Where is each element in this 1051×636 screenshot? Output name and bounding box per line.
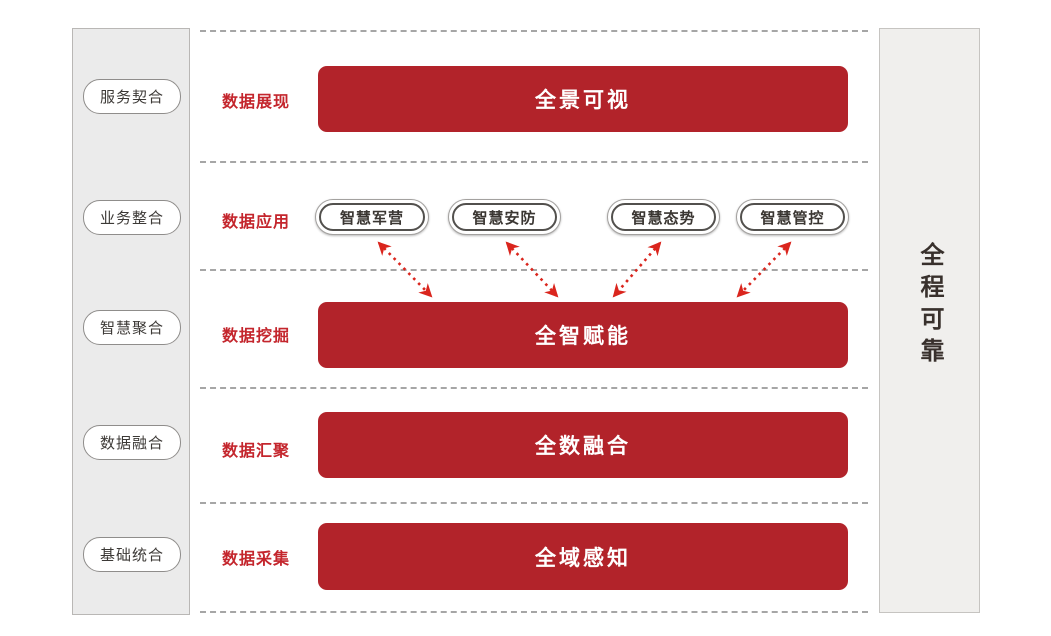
rail-pill-business-integration: 业务整合 bbox=[83, 200, 181, 235]
app-pill-smart-barracks: 智慧军营 bbox=[315, 199, 429, 235]
rail-pill-service-fit: 服务契合 bbox=[83, 79, 181, 114]
row-label-data-convergence: 数据汇聚 bbox=[222, 443, 291, 460]
rail-pill-label: 数据融合 bbox=[99, 435, 164, 452]
row-divider bbox=[200, 387, 868, 389]
bar-text: 全数融合 bbox=[535, 435, 631, 458]
bar-text: 全域感知 bbox=[535, 546, 631, 570]
rail-pill-label: 智慧聚合 bbox=[99, 320, 164, 337]
row-divider bbox=[200, 161, 868, 163]
rail-pill-label: 业务整合 bbox=[99, 210, 164, 227]
bar-full-intelligence-empowerment: 全智赋能 bbox=[318, 302, 848, 368]
rail-pill-data-fusion: 数据融合 bbox=[83, 425, 181, 460]
bar-panoramic-visibility: 全景可视 bbox=[318, 66, 848, 132]
rail-pill-basic-unification: 基础统合 bbox=[83, 537, 181, 572]
bar-full-data-fusion: 全数融合 bbox=[318, 412, 848, 478]
app-pill-label: 智慧态势 bbox=[611, 203, 716, 231]
bar-full-domain-sensing: 全域感知 bbox=[318, 523, 848, 590]
row-label-data-application: 数据应用 bbox=[222, 214, 291, 231]
left-capability-rail: 服务契合 业务整合 智慧聚合 数据融合 基础统合 bbox=[72, 28, 190, 615]
rail-pill-smart-aggregation: 智慧聚合 bbox=[83, 310, 181, 345]
app-pill-label: 智慧安防 bbox=[452, 203, 557, 231]
row-divider bbox=[200, 269, 868, 271]
app-pill-label: 智慧军营 bbox=[319, 203, 425, 231]
row-divider bbox=[200, 30, 868, 32]
bar-text: 全景可视 bbox=[535, 89, 631, 112]
app-pill-smart-security: 智慧安防 bbox=[448, 199, 561, 235]
row-divider bbox=[200, 502, 868, 504]
app-pill-smart-control: 智慧管控 bbox=[736, 199, 849, 235]
app-pill-smart-situation: 智慧态势 bbox=[607, 199, 720, 235]
right-rail-label: 全程可靠 bbox=[916, 241, 943, 370]
bar-text: 全智赋能 bbox=[535, 325, 631, 348]
row-divider bbox=[200, 611, 868, 613]
rail-pill-label: 基础统合 bbox=[99, 547, 164, 564]
app-pill-label: 智慧管控 bbox=[740, 203, 845, 231]
row-label-data-mining: 数据挖掘 bbox=[222, 328, 291, 345]
row-label-data-presentation: 数据展现 bbox=[222, 94, 291, 111]
rail-pill-label: 服务契合 bbox=[99, 89, 164, 106]
row-label-data-collection: 数据采集 bbox=[222, 551, 291, 568]
right-reliability-rail: 全程可靠 bbox=[879, 28, 980, 613]
